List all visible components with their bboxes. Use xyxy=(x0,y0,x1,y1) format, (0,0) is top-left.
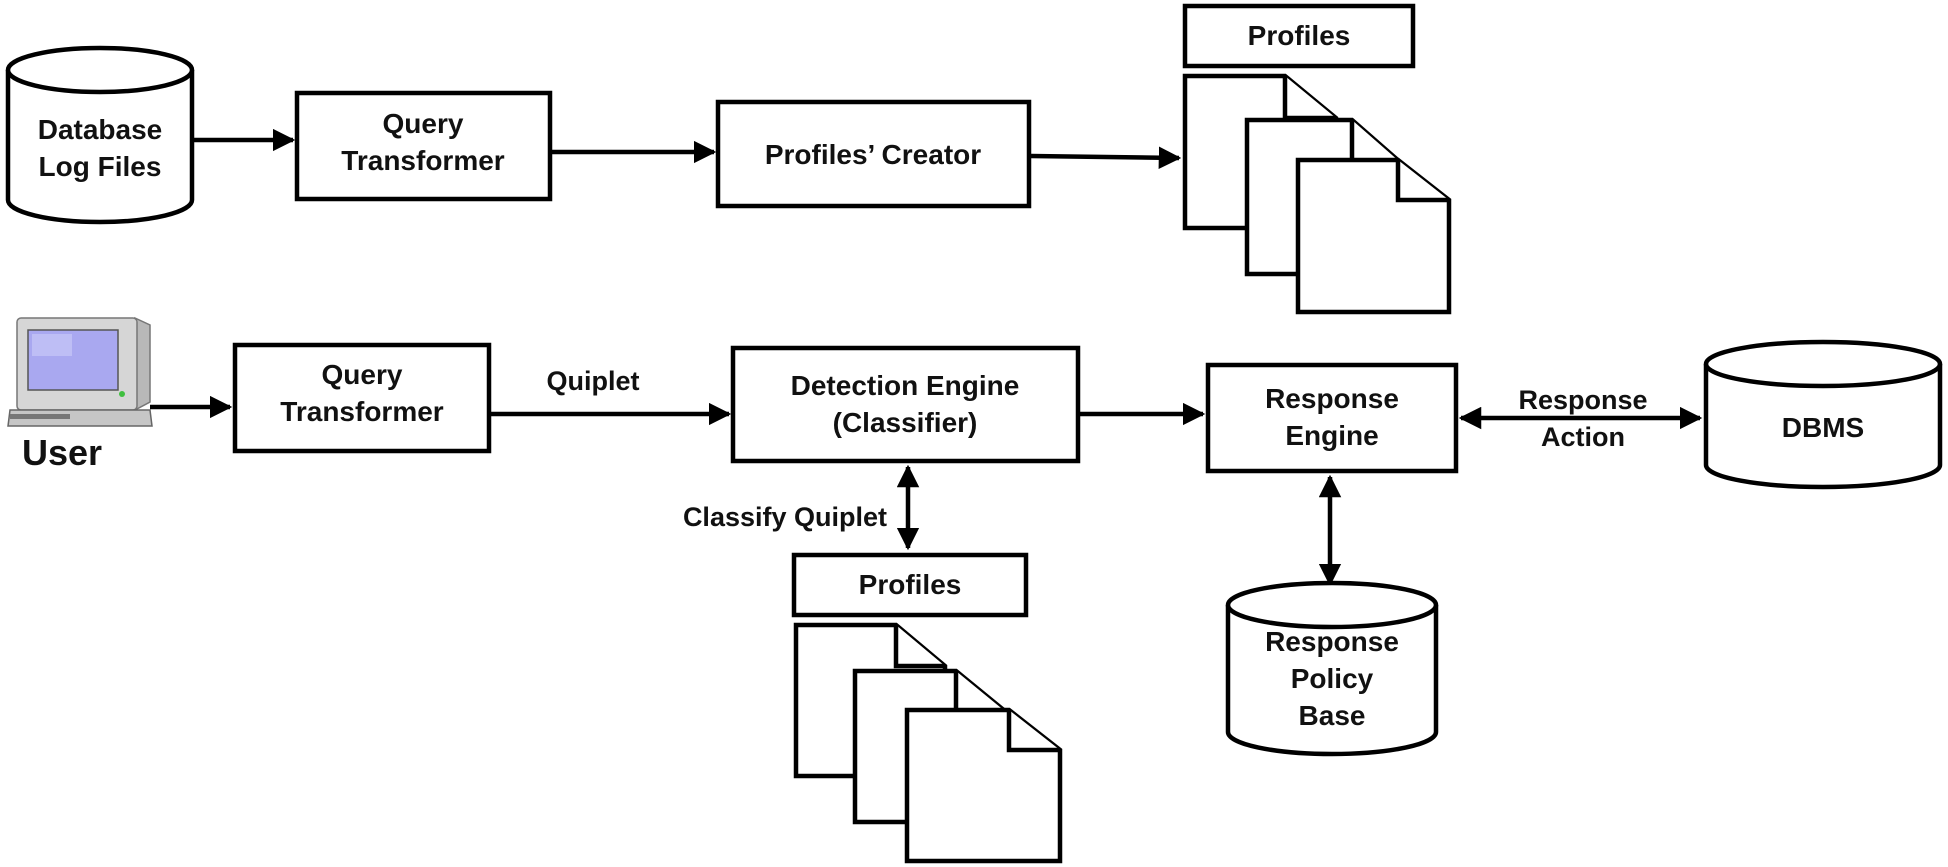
response-engine-node: Response Engine xyxy=(1205,362,1459,474)
response-policy-base-node: Response Policy Base xyxy=(1225,580,1439,757)
dbms-label: DBMS xyxy=(1782,412,1864,443)
profiles-bottom-label-box: Profiles xyxy=(791,552,1029,618)
database-log-files-line1: Database xyxy=(38,114,163,145)
query-transformer-top-line2: Transformer xyxy=(341,145,504,176)
response-engine-line1: Response xyxy=(1265,383,1399,414)
classify-quiplet-edge-label: Classify Quiplet xyxy=(683,502,887,532)
query-transformer-bottom-line1: Query xyxy=(322,359,403,390)
document-stack-icon xyxy=(1182,73,1452,315)
query-transformer-top-node: Query Transformer xyxy=(294,90,553,202)
detection-engine-line1: Detection Engine xyxy=(791,370,1020,401)
response-policy-base-line1: Response xyxy=(1265,626,1399,657)
profiles-bottom-label: Profiles xyxy=(859,569,962,600)
profiles-top-label: Profiles xyxy=(1248,20,1351,51)
query-transformer-bottom-node: Query Transformer xyxy=(232,342,492,454)
user-label: User xyxy=(22,432,102,473)
profiles-creator-label: Profiles’ Creator xyxy=(765,139,981,170)
detection-engine-node: Detection Engine (Classifier) xyxy=(730,345,1081,464)
response-action-line1: Response xyxy=(1518,385,1647,415)
query-transformer-top-line1: Query xyxy=(383,108,464,139)
profiles-top-label-box: Profiles xyxy=(1182,3,1416,69)
query-transformer-bottom-line2: Transformer xyxy=(280,396,443,427)
detection-engine-line2: (Classifier) xyxy=(833,407,978,438)
dbms-node: DBMS xyxy=(1703,339,1943,490)
quiplet-edge-label: Quiplet xyxy=(547,366,640,396)
response-policy-base-line3: Base xyxy=(1299,700,1366,731)
computer-monitor-icon xyxy=(7,316,153,427)
database-log-files-line2: Log Files xyxy=(39,151,162,182)
response-action-line2: Action xyxy=(1541,422,1625,452)
profiles-creator-node: Profiles’ Creator xyxy=(715,99,1032,209)
response-engine-line2: Engine xyxy=(1285,420,1378,451)
document-stack-icon xyxy=(793,622,1063,864)
edge-creator-to-profiles xyxy=(1030,146,1182,169)
response-policy-base-line2: Policy xyxy=(1291,663,1374,694)
database-log-files-node: Database Log Files xyxy=(5,45,195,225)
